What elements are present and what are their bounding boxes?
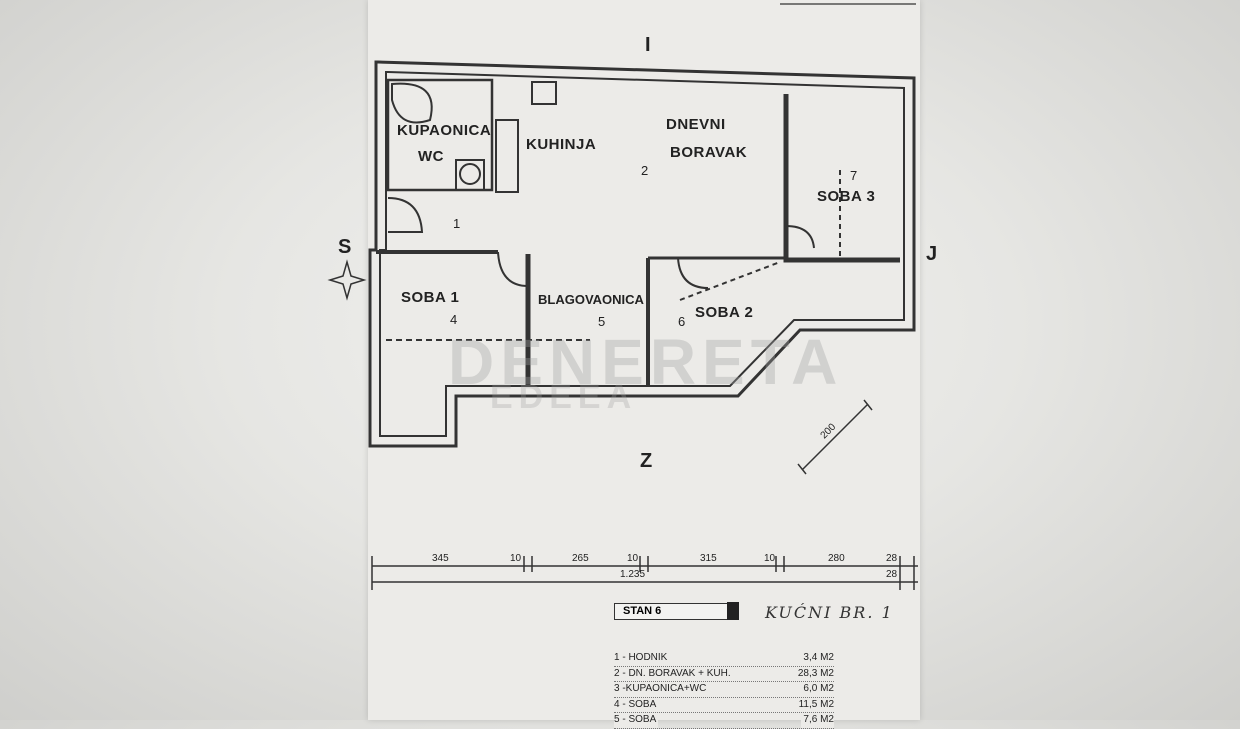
door-arc-soba1: [497, 251, 529, 287]
dim-ticks: [371, 556, 915, 590]
dim-value: 28: [886, 569, 898, 580]
door-arc-soba3: [785, 225, 815, 249]
stan-label-box: STAN 6: [614, 602, 739, 620]
door-arc-entry: [387, 197, 424, 233]
outer-wall-inner: [379, 71, 905, 437]
room-living-number: 2: [641, 163, 649, 178]
room-soba2-label: SOBA 2: [695, 304, 754, 321]
room-soba3-label: SOBA 3: [817, 188, 876, 205]
dim-value: 280: [828, 553, 845, 564]
room-bathroom-label: KUPAONICA: [397, 122, 492, 139]
soba3-wall: [783, 94, 900, 263]
stan-label: STAN 6: [623, 605, 662, 617]
room-soba1-label: SOBA 1: [401, 289, 460, 306]
east-label: J: [926, 243, 938, 265]
dim-value: 10: [627, 553, 639, 564]
legend-row: 2 - DN. BORAVAK + KUH.28,3 M2: [614, 666, 834, 682]
dim-value: 28: [886, 553, 898, 564]
scale-line: [801, 403, 869, 471]
handwritten-house-number: KUĆNI BR. 1: [765, 603, 894, 622]
kitchen-counter: [495, 119, 519, 193]
toilet: [459, 163, 481, 185]
stove: [531, 81, 557, 105]
room-wc-label: WC: [418, 148, 444, 165]
west-label: S: [338, 236, 352, 258]
south-label: Z: [640, 450, 653, 472]
room-kitchen-label: KUHINJA: [526, 136, 597, 153]
outer-wall: [368, 60, 916, 448]
room-dining-number: 5: [598, 314, 606, 329]
dim-total: 1.235: [620, 569, 646, 580]
dim-value: 10: [764, 553, 776, 564]
door-arc-soba2: [677, 257, 709, 289]
sink: [455, 159, 485, 191]
room-soba1-number: 4: [450, 312, 458, 327]
dim-value: 315: [700, 553, 717, 564]
north-label: I: [645, 34, 651, 56]
compass-star: [327, 259, 367, 301]
room-soba3-number: 7: [850, 168, 858, 183]
bathroom-walls: [386, 78, 494, 192]
floor-plan-paper: [368, 0, 920, 720]
dim-value: 345: [432, 553, 449, 564]
dim-value: 265: [572, 553, 589, 564]
bathtub: [391, 82, 433, 124]
watermark-text: DENERETA: [448, 326, 844, 398]
room-living-label-2: BORAVAK: [670, 144, 748, 161]
watermark-text-2: EDEEA: [490, 378, 638, 416]
room-living-label: DNEVNI: [666, 116, 726, 133]
stan-label-marker: [727, 602, 739, 620]
dashed-line-2: [679, 261, 781, 301]
room-hall-number: 1: [453, 216, 461, 231]
dim-value: 10: [510, 553, 522, 564]
room-soba2-number: 6: [678, 314, 686, 329]
scale-tick-2: [863, 399, 873, 411]
scale-tick-1: [797, 463, 807, 475]
room-dining-label: BLAGOVAONICA: [538, 292, 644, 307]
